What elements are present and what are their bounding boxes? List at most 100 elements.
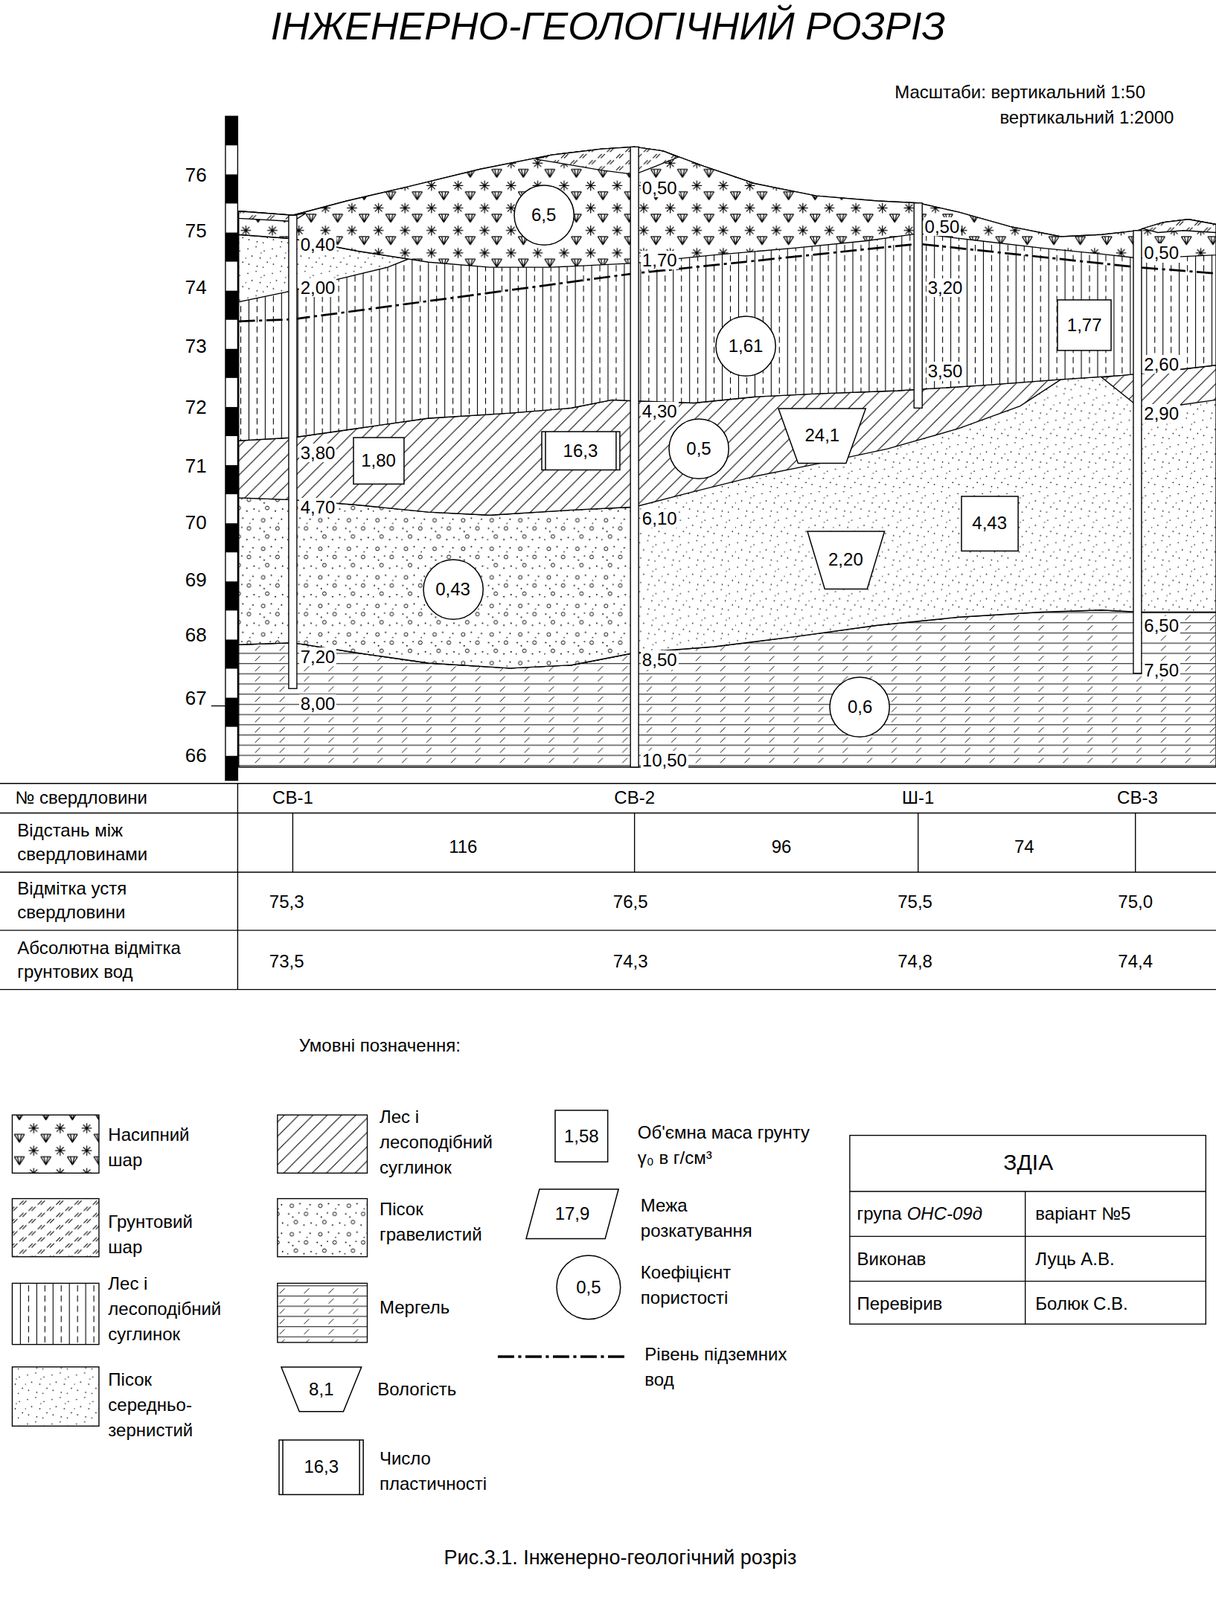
- elevation-mark: 75: [185, 220, 207, 243]
- legend-heading: Умовні позначення:: [299, 1035, 461, 1056]
- elevation-mark: 73: [185, 335, 207, 358]
- node-value: 17,9: [555, 1204, 591, 1224]
- node-value: 16,3: [563, 441, 599, 461]
- borehole: [288, 215, 297, 689]
- trapezoid-outline: [807, 531, 885, 590]
- node-value: 0,43: [435, 579, 471, 600]
- legend-swatch: [11, 1198, 99, 1257]
- depth-mark: 3,80: [299, 443, 338, 463]
- elevation-mark: 70: [185, 512, 207, 535]
- elevation-mark: 74: [185, 276, 207, 300]
- node-value: 0,5: [576, 1277, 601, 1298]
- node-value: 1,80: [360, 450, 396, 471]
- legend-label: Пісок середньо-зернистий: [107, 1367, 213, 1443]
- circle-outline: [829, 677, 890, 737]
- fill-layer: [238, 146, 1216, 268]
- inner-line: [359, 1440, 361, 1495]
- table-cell: Абсолютна відмітка грунтових вод: [17, 936, 204, 985]
- trapezoid-outline: [281, 1367, 362, 1412]
- legend-swatch: [277, 1282, 368, 1343]
- node-value: 1,58: [564, 1126, 600, 1147]
- porosity-circle: 0,43: [422, 558, 484, 620]
- circle-outline: [514, 185, 574, 245]
- box-outline: [279, 1440, 364, 1495]
- circle-outline: [715, 316, 776, 376]
- stamp-grid: [849, 1135, 1206, 1325]
- depth-mark: 0,50: [640, 178, 679, 198]
- table-cell: Ш-1: [901, 787, 934, 809]
- stamp-cell: Луць А.В.: [1035, 1248, 1115, 1270]
- node-value: 1,61: [728, 336, 764, 356]
- legend-swatch: [11, 1282, 99, 1344]
- node-value: 6,5: [531, 205, 556, 225]
- legend-label: Об'ємна маса грунту γ₀ в г/см³: [637, 1120, 817, 1171]
- depth-mark: 7,50: [1142, 660, 1181, 680]
- table-cell: Відстань між свердловинами: [17, 818, 204, 867]
- depth-mark: 0,40: [299, 235, 338, 254]
- moisture-trapezoid: 8,1: [280, 1366, 363, 1413]
- legend-label: Мергель: [379, 1294, 450, 1321]
- loess-layer: [238, 146, 1216, 441]
- legend-label: Грунтовий шар: [107, 1209, 213, 1260]
- table-grid: [0, 783, 1216, 990]
- plasticity-box: 16,3: [278, 1439, 364, 1496]
- table-cell: 116: [448, 836, 478, 858]
- legend-swatch: [277, 1198, 368, 1257]
- figure-caption: Рис.3.1. Інженерно-геологічний розріз: [444, 1546, 798, 1570]
- borehole: [630, 146, 639, 767]
- moisture-trapezoid: 2,20: [806, 530, 886, 591]
- box-outline: [961, 496, 1019, 551]
- stamp-cell: група: [856, 1203, 902, 1225]
- table-cell: СВ-3: [1117, 787, 1158, 809]
- box-outline: [541, 431, 620, 470]
- depth-mark: 2,60: [1142, 354, 1181, 374]
- rolling-limit-box: 17,9: [525, 1188, 620, 1240]
- depth-mark: 3,50: [926, 361, 965, 381]
- legend-swatch: [277, 1114, 368, 1173]
- legend-water-line: [497, 1355, 628, 1358]
- porosity-circle: 0,6: [829, 676, 891, 738]
- circle-outline: [423, 559, 483, 620]
- depth-mark: 0,50: [923, 217, 962, 236]
- stamp-cell: Виконав: [856, 1248, 926, 1270]
- table-cell: 74,4: [1117, 951, 1153, 972]
- soil-lens: [535, 146, 679, 175]
- table-cell: № свердловини: [15, 787, 148, 809]
- elevation-mark: 68: [185, 624, 207, 647]
- elevation-mark: 69: [185, 569, 207, 592]
- legend-swatch: [11, 1114, 99, 1173]
- box-outline: [353, 437, 405, 484]
- node-value: 24,1: [805, 425, 841, 446]
- depth-mark: 8,00: [299, 694, 338, 713]
- depth-mark: 3,20: [926, 278, 965, 297]
- node-value: 0,5: [686, 439, 711, 459]
- depth-mark: 7,20: [299, 647, 338, 667]
- table-cell: 74,8: [897, 951, 933, 972]
- table-cell: Відмітка устя свердловини: [17, 876, 204, 926]
- stamp-cell: ЗДІА: [1003, 1149, 1054, 1176]
- box-outline: [1057, 299, 1112, 351]
- circle-outline: [669, 418, 729, 479]
- stamp-cell: Перевірив: [856, 1293, 943, 1315]
- plasticity-box: 16,3: [541, 430, 621, 471]
- table-cell: 75,5: [897, 891, 933, 913]
- inner-line: [615, 431, 617, 470]
- legend-label: Вологість: [377, 1376, 457, 1403]
- depth-mark: 4,30: [640, 401, 679, 421]
- stamp-cell: варіант №5: [1035, 1203, 1131, 1225]
- table-cell: 74,3: [613, 951, 649, 972]
- density-box: 1,77: [1056, 299, 1112, 352]
- legend-label: Межа розкатування: [640, 1192, 790, 1244]
- tick-line: [211, 705, 226, 707]
- table-cell: 73,5: [269, 951, 305, 972]
- elevation-mark: 71: [185, 455, 207, 478]
- table-cell: СВ-2: [613, 787, 655, 809]
- porosity-circle: 0,5: [555, 1254, 622, 1321]
- table-cell: СВ-1: [272, 787, 314, 809]
- node-value: 0,6: [847, 697, 873, 717]
- soil-lens: [1142, 219, 1216, 233]
- elevation-mark: 76: [185, 164, 207, 187]
